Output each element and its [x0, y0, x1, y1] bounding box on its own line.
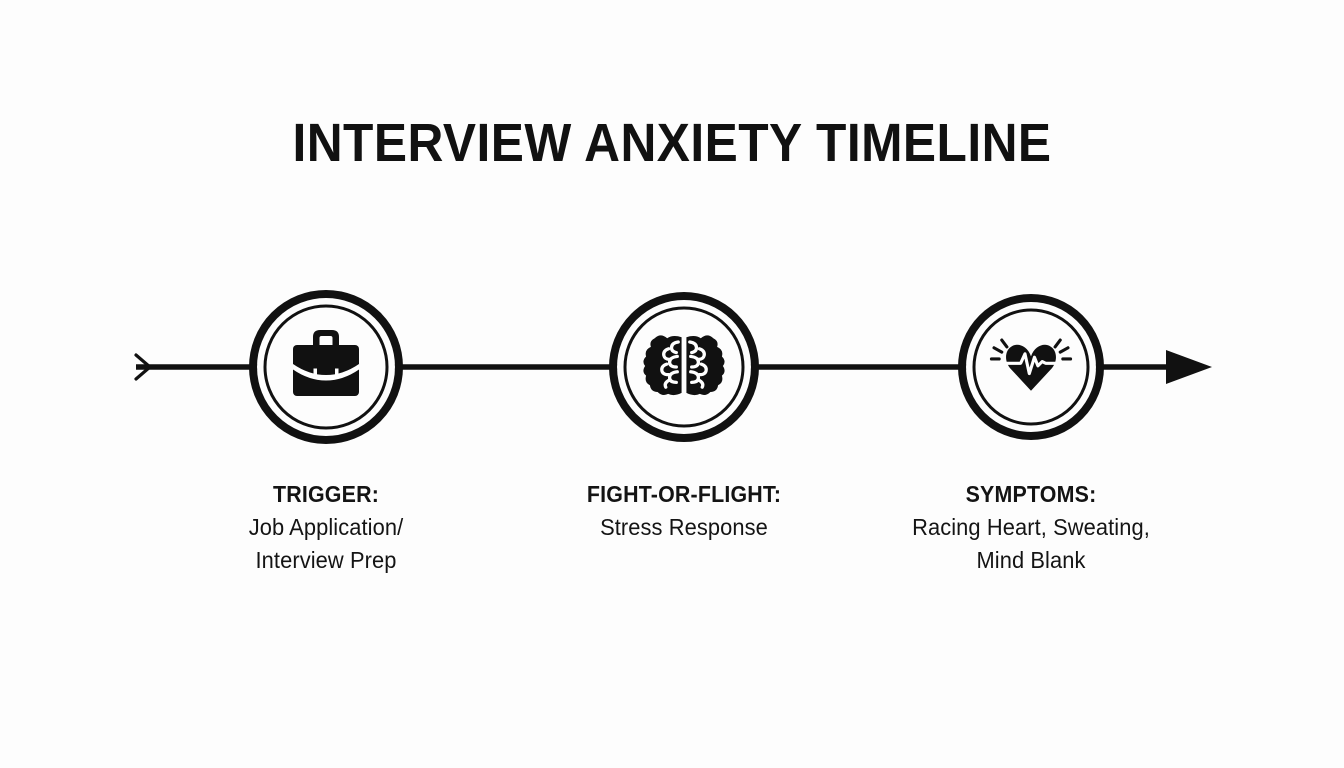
brain-icon — [641, 333, 727, 401]
stage-detail-line: Mind Blank — [976, 547, 1086, 573]
stage-detail-line: Job Application/ — [248, 514, 404, 540]
timeline-node-fight-or-flight[interactable] — [609, 292, 759, 442]
stage-heading-symptoms: SYMPTOMS: — [965, 481, 1097, 507]
stage-caption-fight-or-flight: FIGHT-OR-FLIGHT: Stress Response — [534, 478, 834, 544]
stage-detail-line: Stress Response — [600, 514, 768, 540]
stage-detail-line: Interview Prep — [255, 547, 397, 573]
stage-caption-symptoms: SYMPTOMS: Racing Heart, Sweating, Mind B… — [881, 478, 1181, 577]
stage-caption-trigger: TRIGGER: Job Application/ Interview Prep — [176, 478, 476, 577]
stage-heading-fight-or-flight: FIGHT-OR-FLIGHT: — [586, 481, 782, 507]
stage-heading-trigger: TRIGGER: — [272, 481, 380, 507]
timeline-end-arrow-icon — [1166, 350, 1212, 384]
page-title: INTERVIEW ANXIETY TIMELINE — [292, 113, 1052, 173]
stage-detail-line: Racing Heart, Sweating, — [912, 514, 1150, 540]
timeline-node-trigger[interactable] — [249, 290, 403, 444]
timeline-node-symptoms[interactable] — [958, 294, 1104, 440]
timeline-start-chevron-icon — [134, 353, 153, 381]
